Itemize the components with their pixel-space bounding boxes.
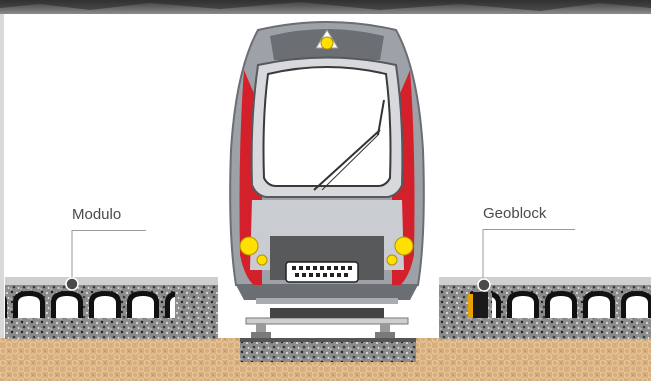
modulo-block bbox=[5, 277, 218, 339]
modulo-label: Modulo bbox=[72, 207, 121, 222]
rails bbox=[246, 308, 408, 338]
train-front bbox=[230, 22, 424, 304]
geoblock-marker-icon bbox=[478, 279, 490, 291]
modulo-leader-line bbox=[72, 230, 146, 231]
geoblock-leader-line bbox=[483, 229, 575, 230]
geoblock-block bbox=[439, 277, 651, 339]
geoblock-label: Geoblock bbox=[483, 206, 546, 221]
modulo-marker-icon bbox=[66, 278, 78, 290]
